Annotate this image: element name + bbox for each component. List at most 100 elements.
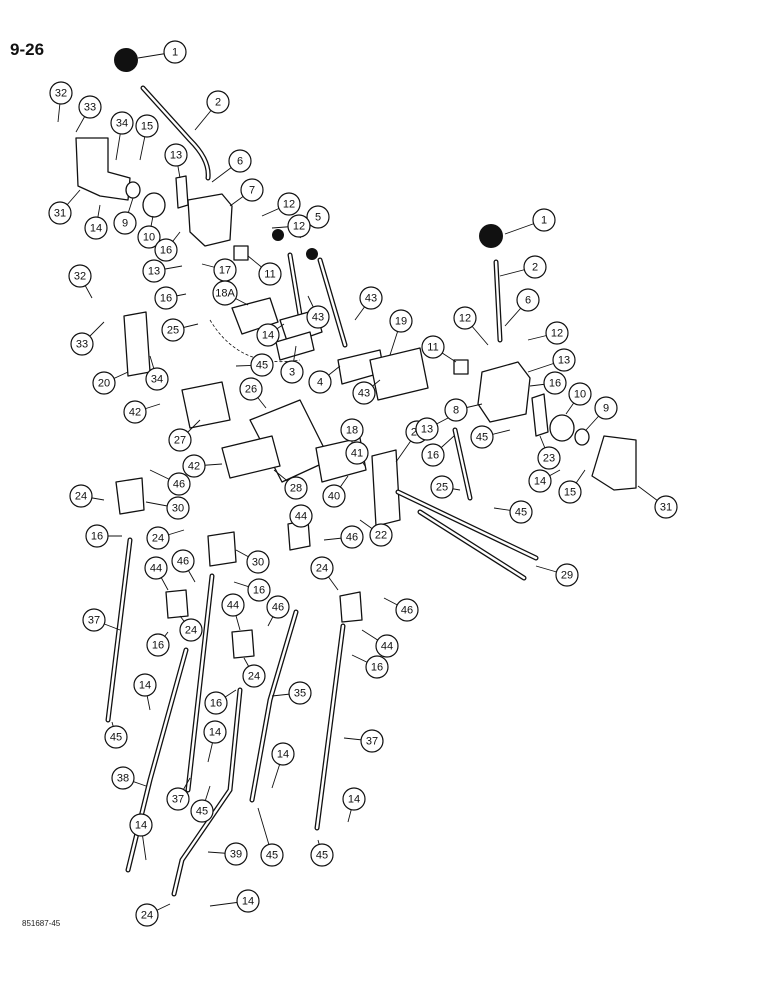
figure-code: 851687-45	[22, 919, 61, 928]
callout-16: 16	[85, 524, 109, 548]
callout-12: 12	[287, 214, 311, 238]
callout-label: 1	[172, 47, 178, 59]
callout-6: 6	[516, 288, 540, 312]
callout-label: 37	[172, 794, 184, 806]
callout-label: 45	[476, 432, 488, 444]
callout-label: 13	[148, 266, 160, 278]
callout-label: 30	[252, 557, 264, 569]
callout-label: 42	[129, 407, 141, 419]
callout-44: 44	[144, 556, 168, 580]
callout-14: 14	[256, 323, 280, 347]
callout-label: 34	[116, 118, 128, 130]
callout-26: 26	[239, 377, 263, 401]
callout-label: 45	[196, 806, 208, 818]
callout-34: 34	[145, 367, 169, 391]
callout-46: 46	[171, 549, 195, 573]
callout-5: 5	[306, 205, 330, 229]
callout-label: 14	[262, 330, 274, 342]
callout-label: 12	[293, 221, 305, 233]
callout-label: 13	[421, 424, 433, 436]
callout-label: 5	[315, 212, 321, 224]
callout-label: 16	[152, 640, 164, 652]
callout-label: 25	[167, 325, 179, 337]
clevis-30-b	[207, 531, 237, 567]
plate-left-31	[75, 137, 131, 201]
callout-label: 12	[459, 313, 471, 325]
callout-34: 34	[110, 111, 134, 135]
callout-42: 42	[123, 400, 147, 424]
callout-14: 14	[528, 469, 552, 493]
callout-16: 16	[421, 443, 445, 467]
callout-16: 16	[146, 633, 170, 657]
callout-16: 16	[543, 371, 567, 395]
callout-label: 6	[525, 295, 531, 307]
bracket-20-mid	[371, 449, 401, 527]
knob-5a	[272, 229, 284, 241]
callout-43: 43	[359, 286, 383, 310]
dash-linkage	[209, 319, 301, 363]
callout-label: 45	[515, 507, 527, 519]
callout-20: 20	[92, 371, 116, 395]
callout-label: 37	[88, 615, 100, 627]
shaft-28	[221, 435, 281, 479]
callout-46: 46	[340, 525, 364, 549]
callout-15: 15	[135, 114, 159, 138]
callout-24: 24	[146, 526, 170, 550]
washer-right	[574, 428, 590, 446]
bushing-right	[549, 414, 575, 442]
callout-label: 11	[264, 269, 275, 281]
callout-label: 16	[371, 662, 383, 674]
callout-label: 20	[98, 378, 110, 390]
callout-28: 28	[284, 476, 308, 500]
callout-label: 17	[219, 265, 231, 277]
callout-1: 1	[163, 40, 187, 64]
callout-label: 14	[90, 223, 102, 235]
callout-29: 29	[555, 563, 579, 587]
knob-left	[114, 48, 138, 72]
callout-label: 8	[453, 405, 459, 417]
callout-44: 44	[221, 593, 245, 617]
washer-left	[125, 181, 141, 199]
callout-25: 25	[161, 318, 185, 342]
callout-label: 42	[188, 461, 200, 473]
callout-label: 12	[551, 328, 563, 340]
callout-16: 16	[247, 578, 271, 602]
callout-12: 12	[277, 192, 301, 216]
callout-24: 24	[242, 664, 266, 688]
callout-label: 45	[256, 360, 268, 372]
callout-label: 18	[346, 425, 358, 437]
callout-11: 11	[258, 262, 282, 286]
callout-30: 30	[246, 550, 270, 574]
bracket-19	[369, 347, 429, 401]
callout-label: 46	[272, 602, 284, 614]
callout-14: 14	[342, 787, 366, 811]
callout-9: 9	[594, 396, 618, 420]
callout-22: 22	[369, 523, 393, 547]
callout-label: 23	[543, 453, 555, 465]
callout-45: 45	[250, 353, 274, 377]
knob-right	[479, 224, 503, 248]
callout-label: 4	[317, 377, 323, 389]
callout-24: 24	[179, 618, 203, 642]
callout-label: 16	[91, 531, 103, 543]
callout-2: 2	[523, 255, 547, 279]
callout-16: 16	[154, 238, 178, 262]
callout-label: 10	[574, 389, 586, 401]
callout-45: 45	[470, 425, 494, 449]
callout-30: 30	[166, 496, 190, 520]
callout-label: 41	[351, 448, 363, 460]
callout-44: 44	[289, 504, 313, 528]
callout-24: 24	[69, 484, 93, 508]
callout-label: 44	[227, 600, 239, 612]
callout-label: 44	[295, 511, 307, 523]
callout-label: 9	[603, 403, 609, 415]
callout-label: 35	[294, 688, 306, 700]
callout-label: 9	[122, 218, 128, 230]
callout-label: 43	[365, 293, 377, 305]
callout-label: 16	[160, 245, 172, 257]
callout-18: 18	[340, 418, 364, 442]
callout-23: 23	[537, 446, 561, 470]
callout-label: 15	[564, 487, 576, 499]
callout-16: 16	[204, 691, 228, 715]
